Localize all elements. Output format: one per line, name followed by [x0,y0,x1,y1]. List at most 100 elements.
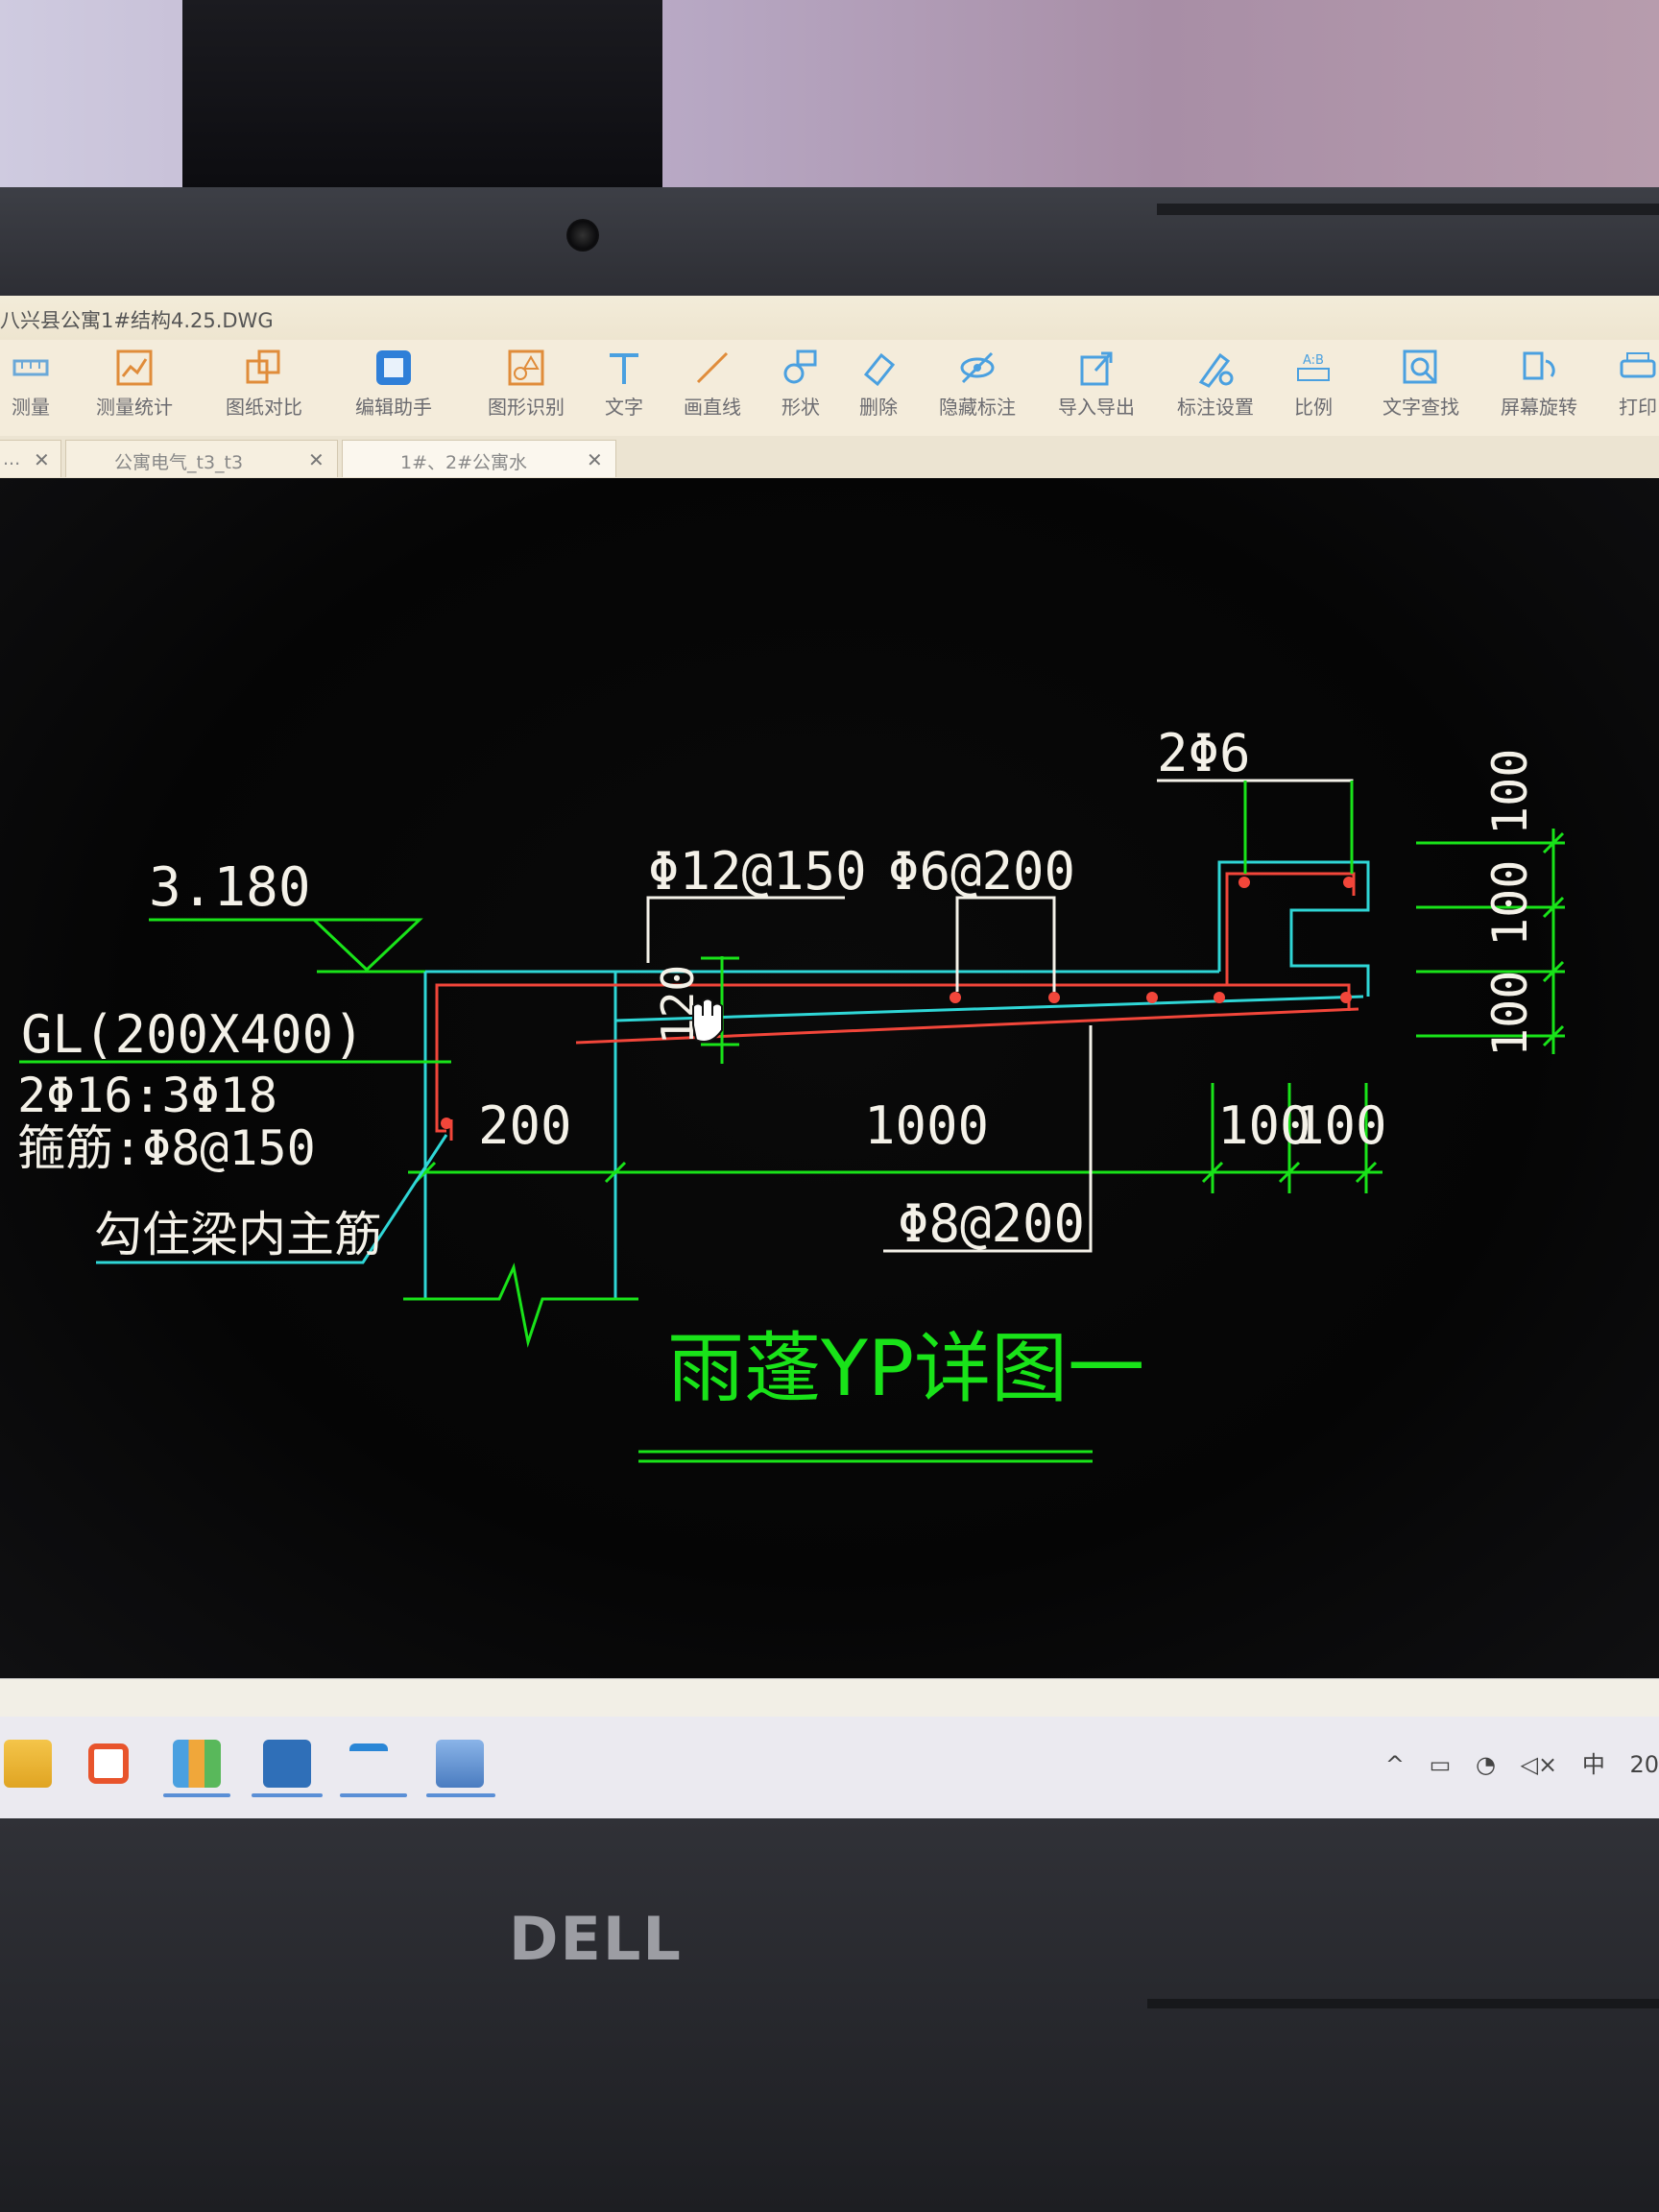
shape-recognition-icon [506,348,546,388]
tool-edit-assistant[interactable]: 编辑助手 [341,348,446,420]
active-app-indicator [252,1793,323,1797]
tool-label: 标注设置 [1177,396,1254,419]
tool-hide-annotation[interactable]: 隐藏标注 [925,348,1030,420]
system-tray: ^ ▭ ◔ ◁× 中 20 [1385,1745,1659,1779]
clock[interactable]: 20 [1629,1751,1659,1778]
brand-logo: DELL [509,1904,683,1974]
tool-measure-stats[interactable]: 测量统计 [82,348,187,420]
upstand-rebar-label: 2Φ6 [1157,723,1251,783]
tool-label: 导入导出 [1058,396,1135,419]
beam-label: GL(200X400) [21,1004,365,1065]
background-monitor [182,0,662,192]
dimension-100-a: 100 [1217,1095,1311,1156]
dimension-vertical-100-top: 100 [1482,749,1538,835]
file-explorer-icon[interactable] [4,1740,52,1788]
close-icon[interactable]: ✕ [308,448,325,471]
tab-water[interactable]: 1#、2#公寓水 ✕ [342,440,616,477]
tab-electrical[interactable]: 公寓电气_t3_t3 ✕ [65,440,338,477]
import-export-icon [1076,348,1117,388]
tool-shape[interactable]: 形状 [748,348,854,420]
measure-icon [11,348,51,388]
tool-delete[interactable]: 删除 [826,348,931,420]
text-icon [604,348,644,388]
tool-text-search[interactable]: 文字查找 [1368,348,1474,420]
ime-indicator[interactable]: 中 [1581,1751,1605,1778]
eraser-icon [858,348,899,388]
tool-label: 打印 [1619,396,1657,419]
document-tabs: ... ✕ 公寓电气_t3_t3 ✕ 1#、2#公寓水 ✕ [0,436,1659,479]
elevation-mark [149,918,427,974]
annotation-settings-icon [1195,348,1236,388]
print-icon [1618,348,1658,388]
active-app-indicator [340,1793,407,1797]
tool-measure[interactable]: 测量 [0,348,84,420]
top-rebar-a-label: Φ12@150 [648,841,867,902]
tool-label: 图形识别 [488,396,565,419]
tool-label: 测量统计 [96,396,173,419]
drawing-canvas[interactable]: 3.180 [0,478,1659,1678]
tool-compare[interactable]: 图纸对比 [211,348,317,420]
text-app-icon[interactable] [349,1743,388,1790]
books-icon[interactable] [173,1740,221,1788]
bottom-rebar-label: Φ8@200 [898,1193,1085,1254]
beam-rebar-label: 2Φ16:3Φ18 [17,1068,277,1123]
tool-annotation-settings[interactable]: 标注设置 [1163,348,1268,420]
window-title: 八兴县公寓1#结构4.25.DWG [0,309,274,332]
office-icon[interactable] [88,1743,129,1784]
tab-first[interactable]: ... ✕ [0,440,61,477]
cad-icon[interactable] [263,1740,311,1788]
tool-label: 图纸对比 [226,396,302,419]
rotate-icon [1519,348,1559,388]
volume-muted-icon[interactable]: ◁× [1520,1751,1558,1778]
wifi-icon[interactable]: ◔ [1476,1751,1496,1778]
tab-label: 公寓电气_t3_t3 [114,452,244,473]
edit-assistant-icon [373,348,414,388]
dimension-lines [19,829,1565,1193]
rebar-dots [441,877,1355,1129]
bezel-edge [1157,204,1659,215]
tab-label: ... [3,448,21,469]
tool-label: 隐藏标注 [939,396,1016,419]
tool-label: 测量 [12,396,50,419]
tool-shape-recognition[interactable]: 图形识别 [473,348,579,420]
toolbar: 测量 测量统计 图纸对比 编辑助手 图形识别 文字 画直线 形状 [0,340,1659,436]
hook-note: 勾住梁内主筋 [94,1207,382,1262]
tool-label: 屏幕旋转 [1501,396,1577,419]
battery-icon[interactable]: ▭ [1429,1751,1452,1778]
active-app-indicator [163,1793,230,1797]
measure-stats-icon [114,348,155,388]
image-app-icon[interactable] [436,1740,484,1788]
elevation-label: 3.180 [149,856,311,919]
line-icon [692,348,733,388]
tool-label: 比例 [1294,396,1333,419]
tool-line[interactable]: 画直线 [660,348,765,420]
active-app-indicator [426,1793,495,1797]
tool-print[interactable]: 打印 [1585,348,1659,420]
tool-label: 删除 [859,396,898,419]
tool-scale[interactable]: A:B 比例 [1261,348,1366,420]
tool-label: 形状 [781,396,820,419]
upstand-leader [1243,781,1354,874]
close-icon[interactable]: ✕ [587,448,603,471]
stirrup-label: 箍筋:Φ8@150 [17,1120,316,1176]
compare-icon [244,348,284,388]
scale-icon: A:B [1293,348,1334,388]
tool-text[interactable]: 文字 [571,348,677,420]
top-rebar-b-label: Φ6@200 [888,841,1075,902]
tool-label: 画直线 [684,396,741,419]
dimension-100-b: 100 [1293,1095,1387,1156]
drawing-title: 雨蓬YP详图一 [667,1324,1144,1413]
taskbar: ^ ▭ ◔ ◁× 中 20 [0,1717,1659,1818]
laptop-screen: 八兴县公寓1#结构4.25.DWG 测量 测量统计 图纸对比 编辑助手 图形识别… [0,296,1659,1818]
tool-label: 文字 [605,396,643,419]
tab-label: 1#、2#公寓水 [400,452,528,473]
dimension-200: 200 [478,1095,572,1156]
webcam [566,219,599,252]
dimension-1000: 1000 [864,1095,989,1156]
tool-import-export[interactable]: 导入导出 [1044,348,1149,420]
tool-screen-rotate[interactable]: 屏幕旋转 [1486,348,1592,420]
tool-label: 文字查找 [1382,396,1459,419]
bezel-edge [1147,1999,1659,2008]
chevron-up-icon[interactable]: ^ [1384,1751,1406,1778]
close-icon[interactable]: ✕ [34,448,50,471]
